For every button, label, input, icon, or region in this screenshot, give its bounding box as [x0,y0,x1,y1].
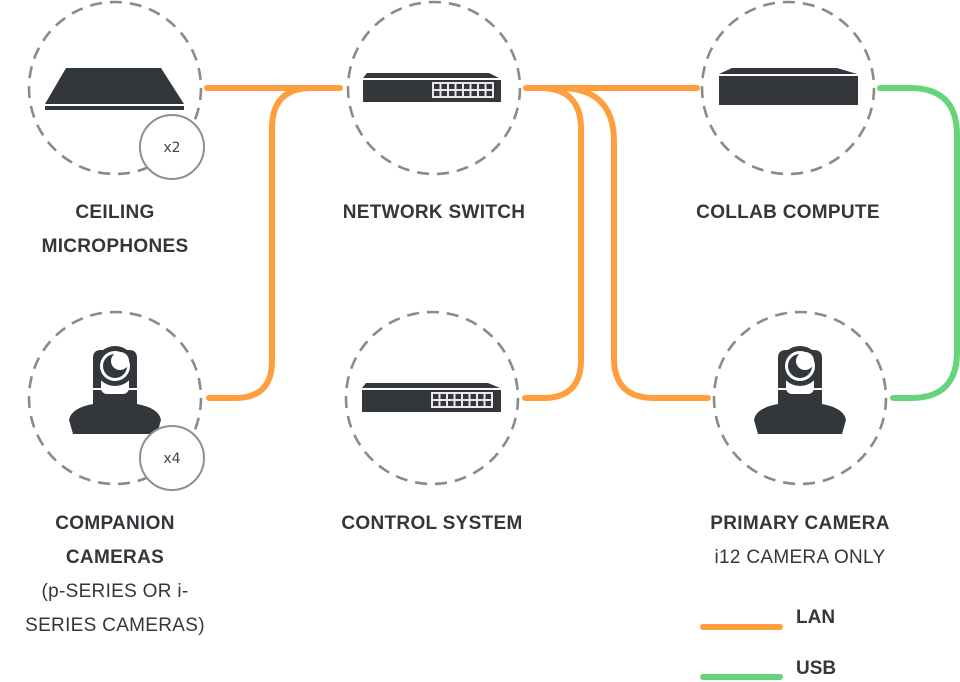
lan-line-switch-to-primary-camera [557,85,711,401]
camera-lens-highlight [796,352,814,370]
port [471,91,477,96]
port [449,91,455,96]
network-switch-icon [363,73,501,102]
port [479,84,485,89]
badge-x2-text: x2 [163,140,180,156]
port [456,91,462,96]
node-circle-primary-camera [712,310,888,486]
port [455,401,461,406]
badge-x2: x2 [139,114,205,180]
control-system-switch-icon [362,383,501,412]
port [486,91,492,96]
port [479,91,485,96]
label-network-switch: NETWORK SWITCH [314,196,554,230]
port [478,401,484,406]
label-line: NETWORK SWITCH [342,202,526,223]
port [441,84,447,89]
label-control-system: CONTROL SYSTEM [312,507,552,541]
port [448,394,454,399]
label-ceiling-microphones: CEILING MICROPHONES [15,196,215,264]
label-line: MICROPHONES [41,236,189,257]
port [455,394,461,399]
primary-camera-icon [754,346,846,434]
port [485,401,491,406]
label-primary-camera: PRIMARY CAMERA i12 CAMERA ONLY [680,507,920,575]
badge-x4: x4 [139,425,205,491]
lan-line-switch-to-control-system [522,85,584,401]
port [433,394,439,399]
label-collab-compute: COLLAB COMPUTE [668,196,908,230]
label-companion-cameras: COMPANION CAMERAS (p-SERIES OR i- SERIES… [0,507,230,643]
port [434,84,440,89]
port [440,401,446,406]
port [441,91,447,96]
label-subline: i12 CAMERA ONLY [714,547,886,568]
port [464,84,470,89]
port [470,394,476,399]
port [434,91,440,96]
port [485,394,491,399]
label-line: CEILING [75,202,155,223]
switch-ports [431,392,493,408]
compute-unit-icon [719,68,858,105]
node-circles [27,0,888,486]
node-circle-companion-cameras [27,310,203,486]
label-line: COLLAB COMPUTE [696,202,880,223]
camera-base [69,390,161,434]
label-line: COMPANION [55,513,175,534]
badge-x4-text: x4 [163,451,180,467]
legend-usb-label: USB [796,658,837,679]
port [433,401,439,406]
port [463,394,469,399]
node-circle-ceiling-microphones [27,0,203,176]
port [478,394,484,399]
node-circle-collab-compute [700,0,876,176]
legend-lan-label: LAN [796,607,836,628]
port [464,91,470,96]
label-subline: (p-SERIES OR i- [41,581,189,602]
port [440,394,446,399]
port [448,401,454,406]
ptz-camera-icon [69,346,161,434]
port-panel [431,392,493,408]
node-circle-network-switch [346,0,522,176]
camera-lens-highlight [111,352,129,370]
camera-base [754,390,846,434]
port-panel [432,82,494,98]
connections [204,85,960,401]
port [471,84,477,89]
label-subline: SERIES CAMERAS) [25,615,205,636]
port [463,401,469,406]
port [456,84,462,89]
port [470,401,476,406]
switch-ports [432,82,494,98]
label-line: CAMERAS [65,547,165,568]
legend-swatches [700,624,783,680]
node-circle-control-system [344,310,520,486]
ceiling-microphone-icon [45,68,184,110]
usb-line-collab-compute-to-primary-camera [877,85,960,401]
port [449,84,455,89]
port [486,84,492,89]
label-line: CONTROL SYSTEM [341,513,523,534]
label-line: PRIMARY CAMERA [710,513,890,534]
lan-line-companion-cameras-to-switch [206,85,343,401]
